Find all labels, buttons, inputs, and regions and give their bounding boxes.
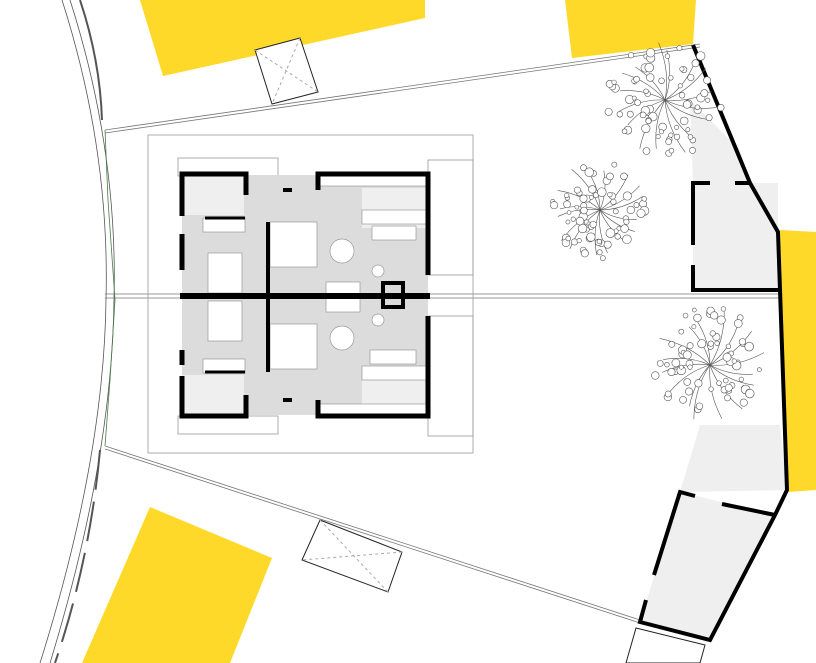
- wardrobe-upper: [202, 217, 246, 233]
- bed-lower: [207, 300, 243, 342]
- neighbor-building-top-left: [140, 0, 425, 76]
- neighbor-building-right: [780, 230, 816, 492]
- kitchen-row-lower: [317, 403, 427, 415]
- sofa-lower: [369, 349, 417, 365]
- tree-south: [651, 306, 765, 420]
- neighbor-buildings: [82, 0, 816, 663]
- kitchen-counter-lower: [361, 365, 427, 381]
- annex-north: [690, 44, 783, 292]
- road: [39, 0, 115, 663]
- island-lower: [325, 297, 361, 313]
- furniture: [202, 175, 427, 415]
- house-walls: [179, 171, 431, 419]
- tree-north: [604, 42, 725, 157]
- carports: [254, 37, 706, 663]
- tree-middle: [550, 161, 650, 262]
- kitchen-row-upper: [317, 175, 427, 187]
- kitchen-counter-upper: [361, 209, 427, 225]
- stair-lower: [269, 323, 318, 370]
- armchair-upper: [371, 264, 385, 278]
- bed-upper: [207, 252, 243, 294]
- annex-south: [637, 289, 790, 643]
- stair-upper: [269, 221, 318, 268]
- carport-bottom-right: [625, 627, 706, 663]
- sofa-upper: [371, 225, 417, 241]
- neighbor-building-top-right: [565, 0, 696, 58]
- trees: [550, 42, 765, 420]
- dining-table-lower: [329, 325, 355, 351]
- armchair-lower: [371, 313, 385, 327]
- neighbor-building-bottom-left: [82, 507, 272, 663]
- dining-table-upper: [329, 238, 355, 264]
